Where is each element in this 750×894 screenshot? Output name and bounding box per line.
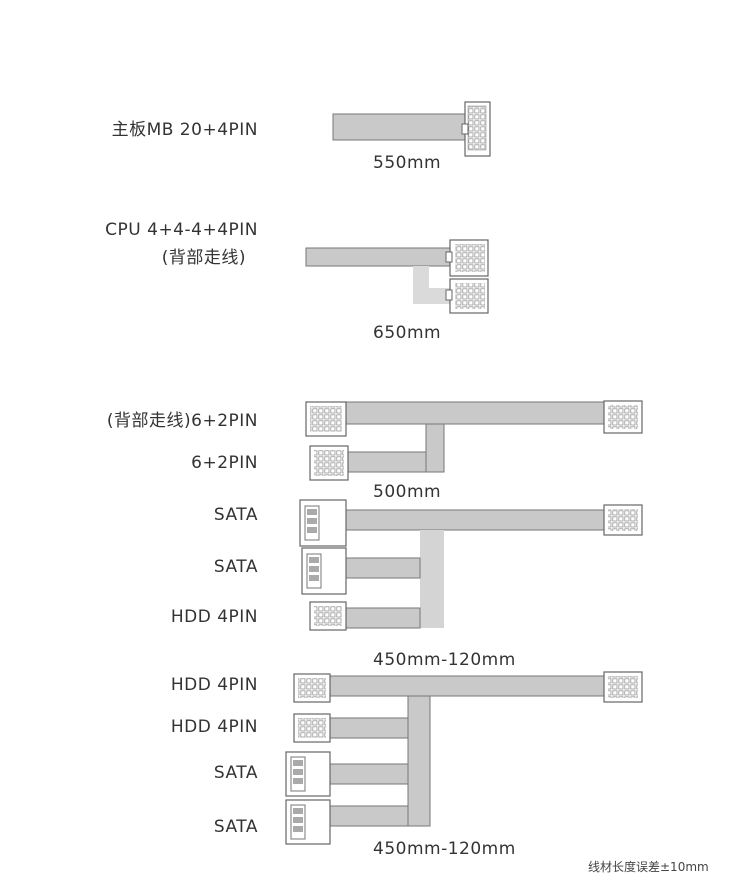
label-sata-1: SATA (213, 505, 258, 525)
length-tolerance-note: 线材长度误差±10mm (588, 860, 709, 874)
label-cpu-rear-routing: (背部走线) (161, 248, 246, 268)
label-mb-24pin: 主板MB 20+4PIN (111, 120, 258, 140)
cable-sata-hdd-2 (285, 671, 643, 845)
cable-cpu-8pin (305, 239, 489, 314)
label-pcie-2: 6+2PIN (191, 453, 258, 473)
length-mb: 550mm (373, 153, 442, 173)
cable-mb-24pin (332, 101, 491, 157)
label-hdd-1: HDD 4PIN (170, 607, 258, 627)
cable-sata-hdd-1 (299, 499, 643, 631)
label-sata-2: SATA (213, 557, 258, 577)
label-sata-4: SATA (213, 817, 258, 837)
label-hdd-3: HDD 4PIN (170, 717, 258, 737)
label-cpu-8pin: CPU 4+4-4+4PIN (105, 220, 258, 240)
label-sata-3: SATA (213, 763, 258, 783)
label-pcie-rear: (背部走线)6+2PIN (106, 411, 258, 431)
length-pcie: 500mm (373, 482, 442, 502)
length-sata-cable-2: 450mm-120mm (373, 839, 516, 859)
length-cpu: 650mm (373, 323, 442, 343)
cable-pcie-6plus2 (305, 400, 643, 481)
label-hdd-2: HDD 4PIN (170, 675, 258, 695)
length-sata-cable-1: 450mm-120mm (373, 650, 516, 670)
